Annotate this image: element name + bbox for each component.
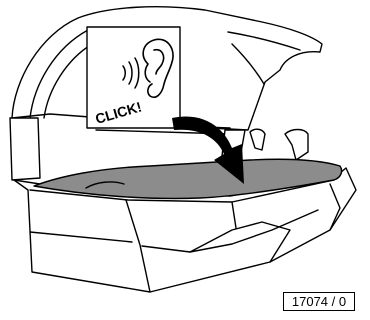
reference-code: 17074 / 0	[283, 292, 355, 311]
side-handles	[250, 129, 308, 160]
